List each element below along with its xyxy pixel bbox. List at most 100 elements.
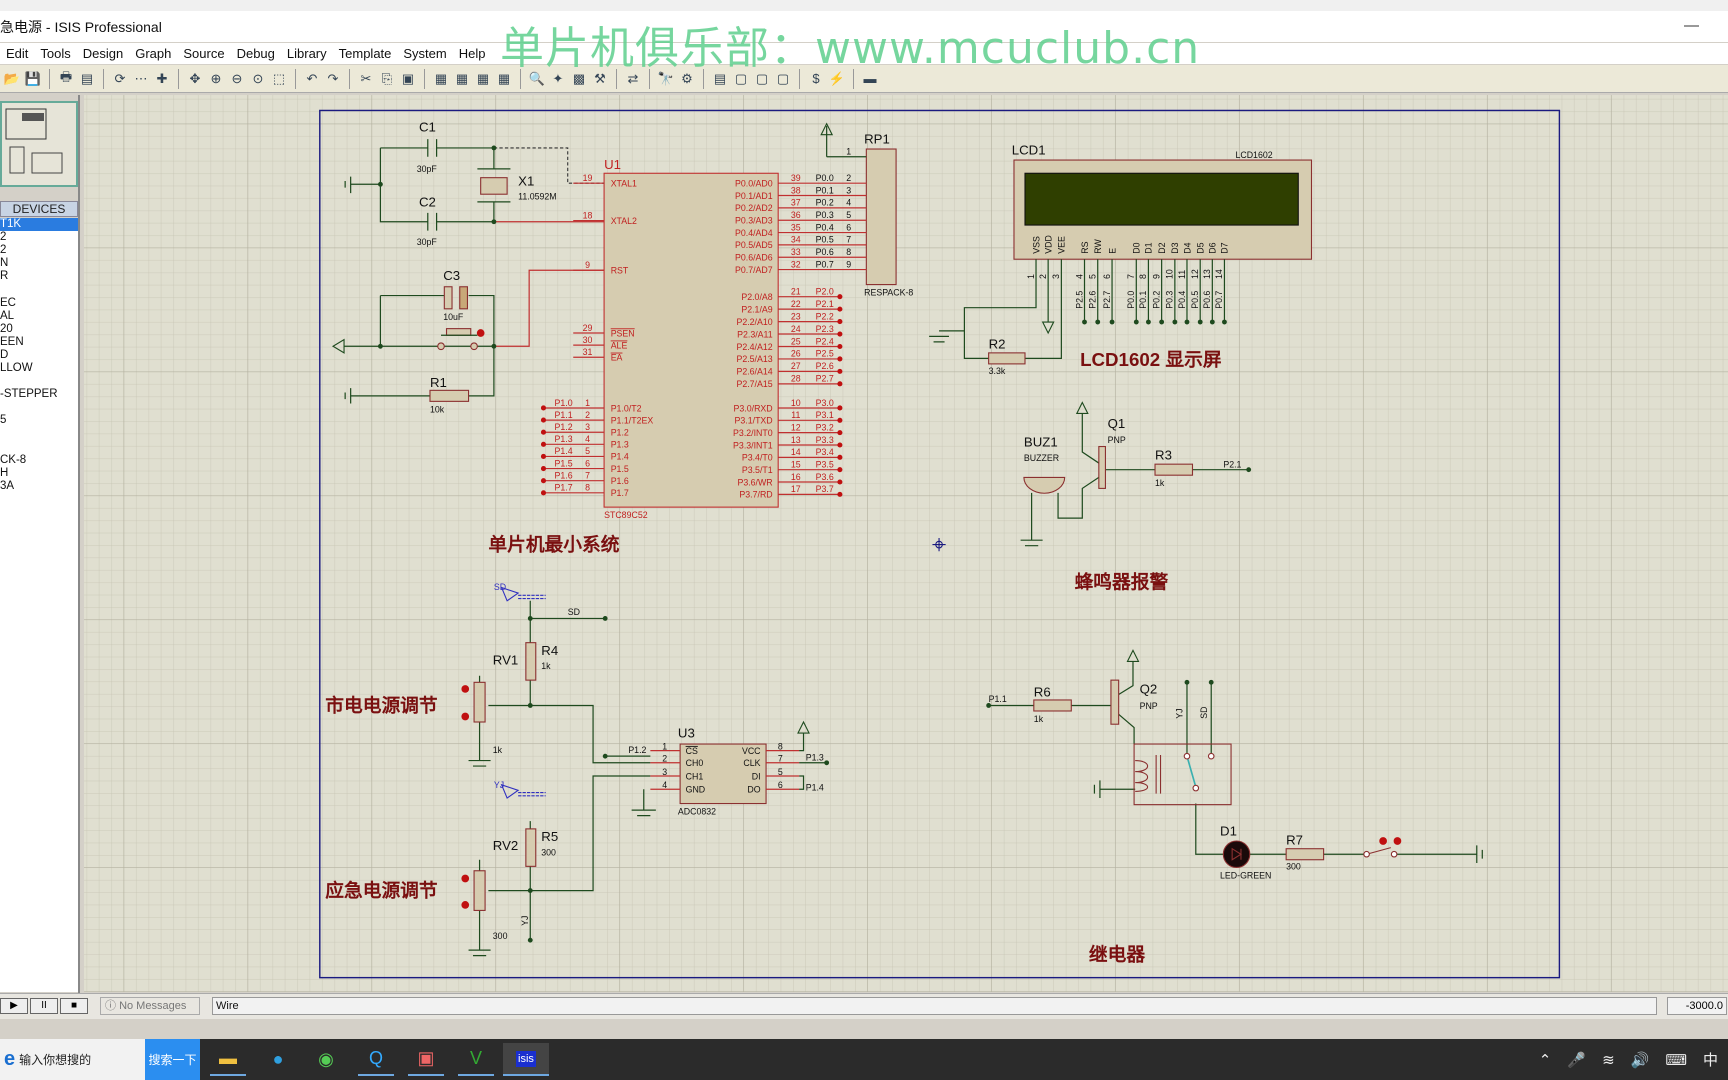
cut-icon[interactable]: ✂ <box>360 70 372 86</box>
lcd-terminal[interactable] <box>1159 319 1165 325</box>
edge-icon[interactable]: ● <box>272 1049 284 1069</box>
pin-terminal[interactable] <box>540 478 547 484</box>
device-item[interactable]: 20 <box>0 322 13 335</box>
chevron-up-icon[interactable]: ⌃ <box>1538 1051 1552 1069</box>
device-item[interactable]: D <box>0 348 9 361</box>
save-icon[interactable]: 💾 <box>24 70 42 86</box>
stop-button[interactable]: ■ <box>60 998 88 1014</box>
device-item[interactable] <box>0 441 78 454</box>
pin-terminal[interactable] <box>837 405 843 411</box>
block-move-icon[interactable]: ▦ <box>455 70 469 86</box>
menu-edit[interactable]: Edit <box>6 46 29 61</box>
pin-terminal[interactable] <box>837 306 843 312</box>
menu-design[interactable]: Design <box>82 46 124 61</box>
lcd1602[interactable]: LCD1 LCD1602 R2 3.3k <box>929 143 1313 376</box>
pin-terminal[interactable] <box>837 356 843 362</box>
pin-terminal[interactable] <box>837 467 843 473</box>
search-button[interactable]: 搜索一下 <box>145 1039 200 1080</box>
pin-terminal[interactable] <box>837 343 843 350</box>
reset-circuit[interactable]: C3 10uF R1 10k <box>331 268 605 414</box>
lcd-terminal[interactable] <box>1209 319 1215 325</box>
device-item[interactable]: H <box>0 466 9 479</box>
pan-icon[interactable]: ✥ <box>189 70 201 86</box>
menu-library[interactable]: Library <box>286 46 327 61</box>
mcu-u1[interactable]: U1 STC89C52 <box>603 157 779 520</box>
pause-button[interactable]: II <box>30 998 58 1014</box>
isis-taskbar-icon[interactable]: isis <box>503 1043 549 1076</box>
zoom-all-icon[interactable]: ⊙ <box>252 70 264 86</box>
print-icon[interactable]: 🖶 <box>59 68 73 84</box>
open-icon[interactable]: 📂 <box>3 70 21 86</box>
device-item[interactable] <box>0 428 78 441</box>
bom-icon[interactable]: $ <box>812 71 820 86</box>
pin-terminal[interactable] <box>837 442 843 448</box>
pin-terminal[interactable] <box>837 319 843 325</box>
lcd-terminal[interactable] <box>1184 319 1190 325</box>
device-item[interactable]: EEN <box>0 335 24 348</box>
pin-terminal[interactable] <box>540 417 547 423</box>
device-item[interactable]: LLOW <box>0 362 33 375</box>
search-app-icon[interactable]: Q <box>358 1043 394 1076</box>
new-sheet-icon[interactable]: ▢ <box>734 70 748 86</box>
delete-sheet-icon[interactable]: ▢ <box>755 70 769 86</box>
device-item[interactable] <box>0 401 78 414</box>
zoom-in-icon[interactable]: ⊕ <box>210 70 222 86</box>
device-item[interactable]: CK-8 <box>0 453 27 466</box>
block-copy-icon[interactable]: ▦ <box>434 70 448 86</box>
pin-terminal[interactable] <box>540 429 547 435</box>
play-button[interactable]: ▶ <box>0 998 28 1014</box>
pin-terminal[interactable] <box>837 368 843 374</box>
device-item[interactable] <box>0 375 78 388</box>
lcd-terminal[interactable] <box>1109 319 1115 325</box>
wire-autorouter-icon[interactable]: ⇄ <box>627 70 639 86</box>
device-item[interactable] <box>0 283 78 296</box>
lcd-terminal[interactable] <box>1095 319 1101 325</box>
device-item[interactable]: EC <box>0 296 16 309</box>
menu-template[interactable]: Template <box>338 46 392 61</box>
pin-terminal[interactable] <box>837 417 843 423</box>
keil-icon[interactable]: V <box>458 1043 494 1076</box>
lcd-terminal[interactable] <box>1145 319 1151 325</box>
file-explorer-icon[interactable]: ▬ <box>210 1043 246 1076</box>
menu-tools[interactable]: Tools <box>40 46 71 61</box>
wifi-icon[interactable]: ≋ <box>1602 1051 1615 1069</box>
menu-graph[interactable]: Graph <box>135 46 172 61</box>
device-item[interactable]: -STEPPER <box>0 388 58 401</box>
goto-sheet-icon[interactable]: ▢ <box>776 70 790 86</box>
keyboard-icon[interactable]: ⌨ <box>1665 1051 1687 1069</box>
schematic-canvas[interactable]: U1 STC89C52 RP1 RESPACK-8 C1 30pF C2 30p… <box>84 95 1728 992</box>
device-item[interactable]: T1K <box>0 218 78 232</box>
pin-terminal[interactable] <box>837 491 843 497</box>
menu-system[interactable]: System <box>403 46 447 61</box>
undo-icon[interactable]: ↶ <box>306 70 318 86</box>
property-icon[interactable]: ⚙ <box>681 70 693 86</box>
page-icon[interactable]: ▤ <box>80 70 94 86</box>
input-language[interactable]: 中 <box>1702 1052 1718 1069</box>
overview-window[interactable] <box>0 101 78 187</box>
ares-icon[interactable]: ▬ <box>863 71 877 86</box>
buzzer-circuit[interactable]: BUZ1 BUZZER Q1 PNP R3 1k P2.1 <box>1020 401 1252 547</box>
device-item[interactable]: 2 <box>0 244 7 257</box>
pin-terminal[interactable] <box>540 490 547 496</box>
microphone-icon[interactable]: 🎤 <box>1567 1051 1587 1069</box>
device-item[interactable]: N <box>0 257 9 270</box>
search-icon[interactable]: 🔭 <box>657 70 675 86</box>
lcd-terminal[interactable] <box>1197 319 1203 325</box>
pin-terminal[interactable] <box>837 430 843 436</box>
lcd-terminal[interactable] <box>1082 319 1087 325</box>
pin-terminal[interactable] <box>837 331 843 337</box>
pin-terminal[interactable] <box>837 381 843 387</box>
adc0832-u3[interactable]: U3 ADC0832 P1.2 P1.3 P1.4 <box>602 720 830 817</box>
device-item[interactable]: R <box>0 270 9 283</box>
pin-terminal[interactable] <box>540 466 547 472</box>
menu-source[interactable]: Source <box>183 46 225 61</box>
lcd-terminal[interactable] <box>1133 319 1139 325</box>
refresh-icon[interactable]: ⟳ <box>114 70 126 86</box>
menu-debug[interactable]: Debug <box>236 46 275 61</box>
voltage-dividers[interactable]: SD YJ SD YJ RV1 1k R4 1k RV2 300 R5 300 <box>461 582 651 957</box>
erc-icon[interactable]: ⚡ <box>828 70 846 86</box>
packaging-icon[interactable]: ▩ <box>572 70 586 86</box>
lcd-terminal[interactable] <box>1222 319 1227 325</box>
